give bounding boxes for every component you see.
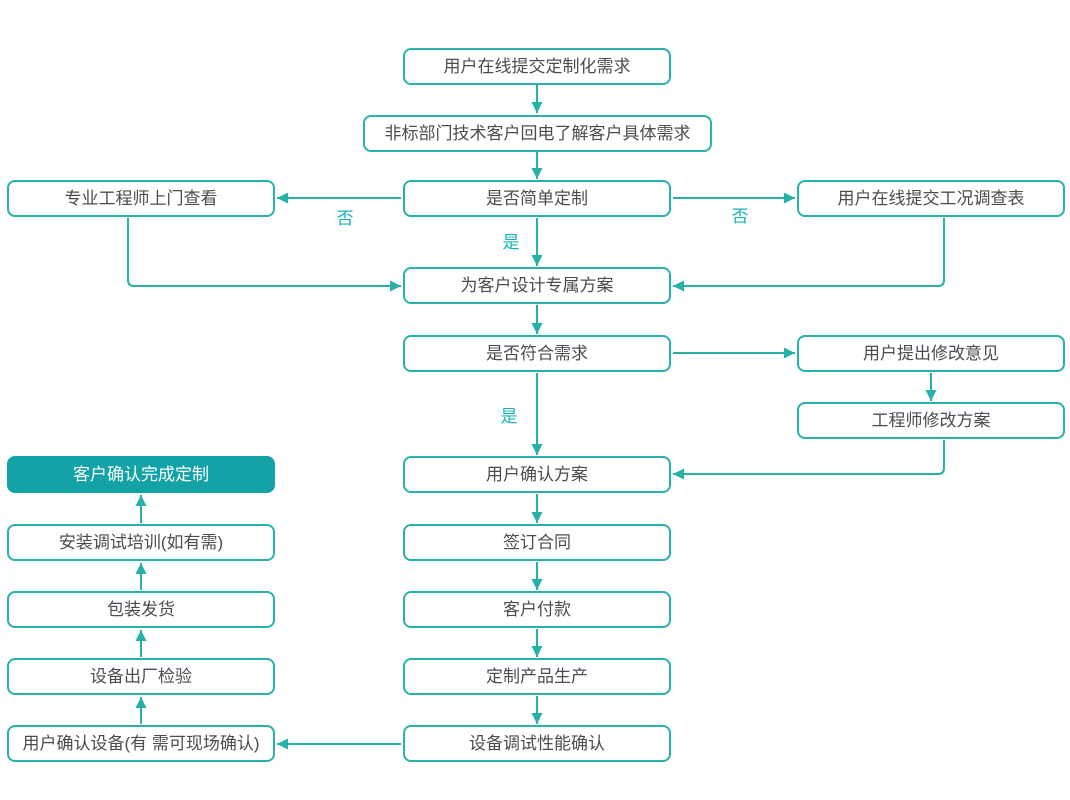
edge-label-no-right: 否 [731, 207, 749, 226]
node-device-confirm: 用户确认设备(有 需可现场确认) [7, 725, 275, 762]
node-decision-meets-requirements: 是否符合需求 [403, 335, 671, 372]
node-factory-inspection: 设备出厂检验 [7, 658, 275, 695]
node-complete-custom: 客户确认完成定制 [7, 456, 275, 493]
node-engineer-visit: 专业工程师上门查看 [7, 180, 275, 217]
node-installation-training: 安装调试培训(如有需) [7, 524, 275, 561]
node-customer-payment: 客户付款 [403, 591, 671, 628]
node-decision-simple-custom: 是否简单定制 [403, 180, 671, 217]
node-confirm-plan: 用户确认方案 [403, 456, 671, 493]
node-production: 定制产品生产 [403, 658, 671, 695]
edge-label-yes-simple: 是 [502, 233, 520, 252]
node-packing-shipping: 包装发货 [7, 591, 275, 628]
node-callback-detail: 非标部门技术客户回电了解客户具体需求 [363, 115, 712, 152]
node-design-plan: 为客户设计专属方案 [403, 267, 671, 304]
edge-label-no-left: 否 [336, 209, 354, 228]
node-survey-form: 用户在线提交工况调查表 [797, 180, 1065, 217]
node-revise-plan: 工程师修改方案 [797, 402, 1065, 439]
edge-engineer-visit-to-design [127, 218, 401, 292]
node-submit-requirements: 用户在线提交定制化需求 [403, 48, 671, 85]
edge-survey-to-design [673, 218, 945, 292]
node-sign-contract: 签订合同 [403, 524, 671, 561]
edge-revise-to-confirm-plan [673, 440, 945, 480]
edge-label-yes-meets: 是 [500, 407, 518, 426]
node-debug-performance: 设备调试性能确认 [403, 725, 671, 762]
node-feedback: 用户提出修改意见 [797, 335, 1065, 372]
